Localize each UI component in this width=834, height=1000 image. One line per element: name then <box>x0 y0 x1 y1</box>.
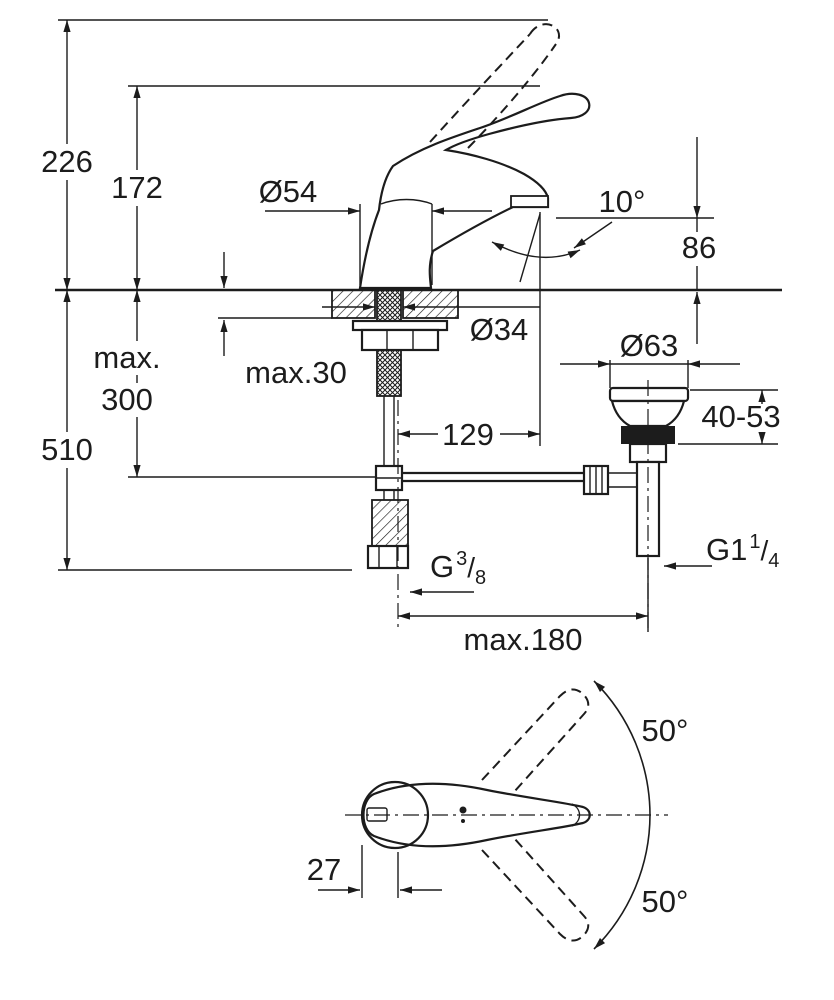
centerlines <box>397 380 649 632</box>
swivel-arc <box>593 680 651 950</box>
hose-nut <box>366 544 410 570</box>
handle-swivel-up-dashed <box>481 688 590 793</box>
lever-raised-dashed-edge <box>429 33 531 143</box>
supply-assembly <box>351 289 449 570</box>
dim-226: 226 <box>40 19 548 290</box>
flexible-hose <box>371 499 409 547</box>
waste-flange <box>608 386 690 403</box>
dim-swivel: 50° 50° <box>593 680 689 950</box>
angle-arc <box>491 241 581 259</box>
dim-27: 27 <box>307 845 442 898</box>
label-50-bottom: 50° <box>642 884 689 919</box>
label-d63: Ø63 <box>620 328 679 363</box>
label-d54: Ø54 <box>259 174 318 209</box>
label-d34: Ø34 <box>470 312 529 347</box>
label-bg <box>40 432 94 468</box>
label-bg <box>438 419 500 451</box>
body-seam <box>380 198 433 205</box>
label-86: 86 <box>682 230 716 265</box>
g38-numerator: 3 <box>456 548 467 570</box>
base-circle <box>360 780 430 850</box>
label-bg <box>40 144 94 180</box>
label-10deg: 10° <box>599 184 646 219</box>
faucet-top-view <box>345 688 668 942</box>
label-bg <box>701 404 783 432</box>
label-4053: 40-53 <box>701 399 780 434</box>
dim-86: 86 <box>556 137 720 344</box>
handle-swivel-down-dashed <box>481 837 590 942</box>
label-510: 510 <box>41 432 93 467</box>
label-226: 226 <box>41 144 93 179</box>
dim-max30: max.30 <box>220 252 347 390</box>
dim-172: 172 <box>110 85 540 290</box>
label-bg <box>92 383 162 417</box>
label-max30: max.30 <box>245 355 347 390</box>
label-50-top: 50° <box>642 713 689 748</box>
handle-tip-seam <box>571 803 581 827</box>
logo-mark <box>366 807 388 822</box>
dim-54: Ø54 <box>259 174 492 285</box>
label-max180: max.180 <box>464 622 583 657</box>
label-max: max. <box>93 340 160 375</box>
label-27: 27 <box>307 852 341 887</box>
mounting-washer <box>351 319 449 332</box>
dim-34: Ø34 <box>322 303 540 347</box>
counter-section <box>55 288 782 319</box>
g114-numerator: 1 <box>749 531 760 553</box>
dim-max180: max.180 <box>398 558 649 657</box>
deck-cross-section-right <box>402 289 459 319</box>
dim-63: Ø63 <box>560 328 740 388</box>
mounting-nut <box>360 328 440 352</box>
leader-arrow <box>573 221 613 249</box>
g114-prefix: G1 <box>706 532 747 567</box>
handle-outline <box>362 782 591 848</box>
dim-10deg: 10° <box>491 184 646 259</box>
lever-raised-dashed-edge <box>467 43 557 149</box>
g114-denominator: 4 <box>768 550 779 572</box>
handle-dot <box>459 806 467 814</box>
g114-slash: / <box>760 535 768 566</box>
waste-seal-band <box>621 426 675 444</box>
g38-denominator: 8 <box>475 567 486 589</box>
deck-cross-section-left <box>331 289 376 319</box>
g38-slash: / <box>467 552 475 583</box>
label-172: 172 <box>111 170 163 205</box>
label-bg <box>86 341 168 375</box>
dim-4053: 40-53 <box>678 389 783 445</box>
drain-assembly <box>582 386 690 558</box>
dim-max300: max. 300 <box>86 290 168 477</box>
stream-angle-line <box>519 213 541 283</box>
label-129: 129 <box>442 417 494 452</box>
label-bg <box>110 170 164 206</box>
lever-raised-dashed-tip <box>529 23 560 45</box>
label-bg <box>678 232 720 266</box>
faucet-body <box>358 92 591 290</box>
dim-129: 129 <box>398 417 540 452</box>
aerator <box>510 195 549 208</box>
label-300: 300 <box>101 382 153 417</box>
g38-prefix: G <box>430 549 454 584</box>
dim-510: 510 <box>40 290 352 571</box>
handle-dot-small <box>461 819 465 823</box>
pop-up-rod <box>128 471 584 483</box>
faucet-side-view <box>358 23 591 446</box>
